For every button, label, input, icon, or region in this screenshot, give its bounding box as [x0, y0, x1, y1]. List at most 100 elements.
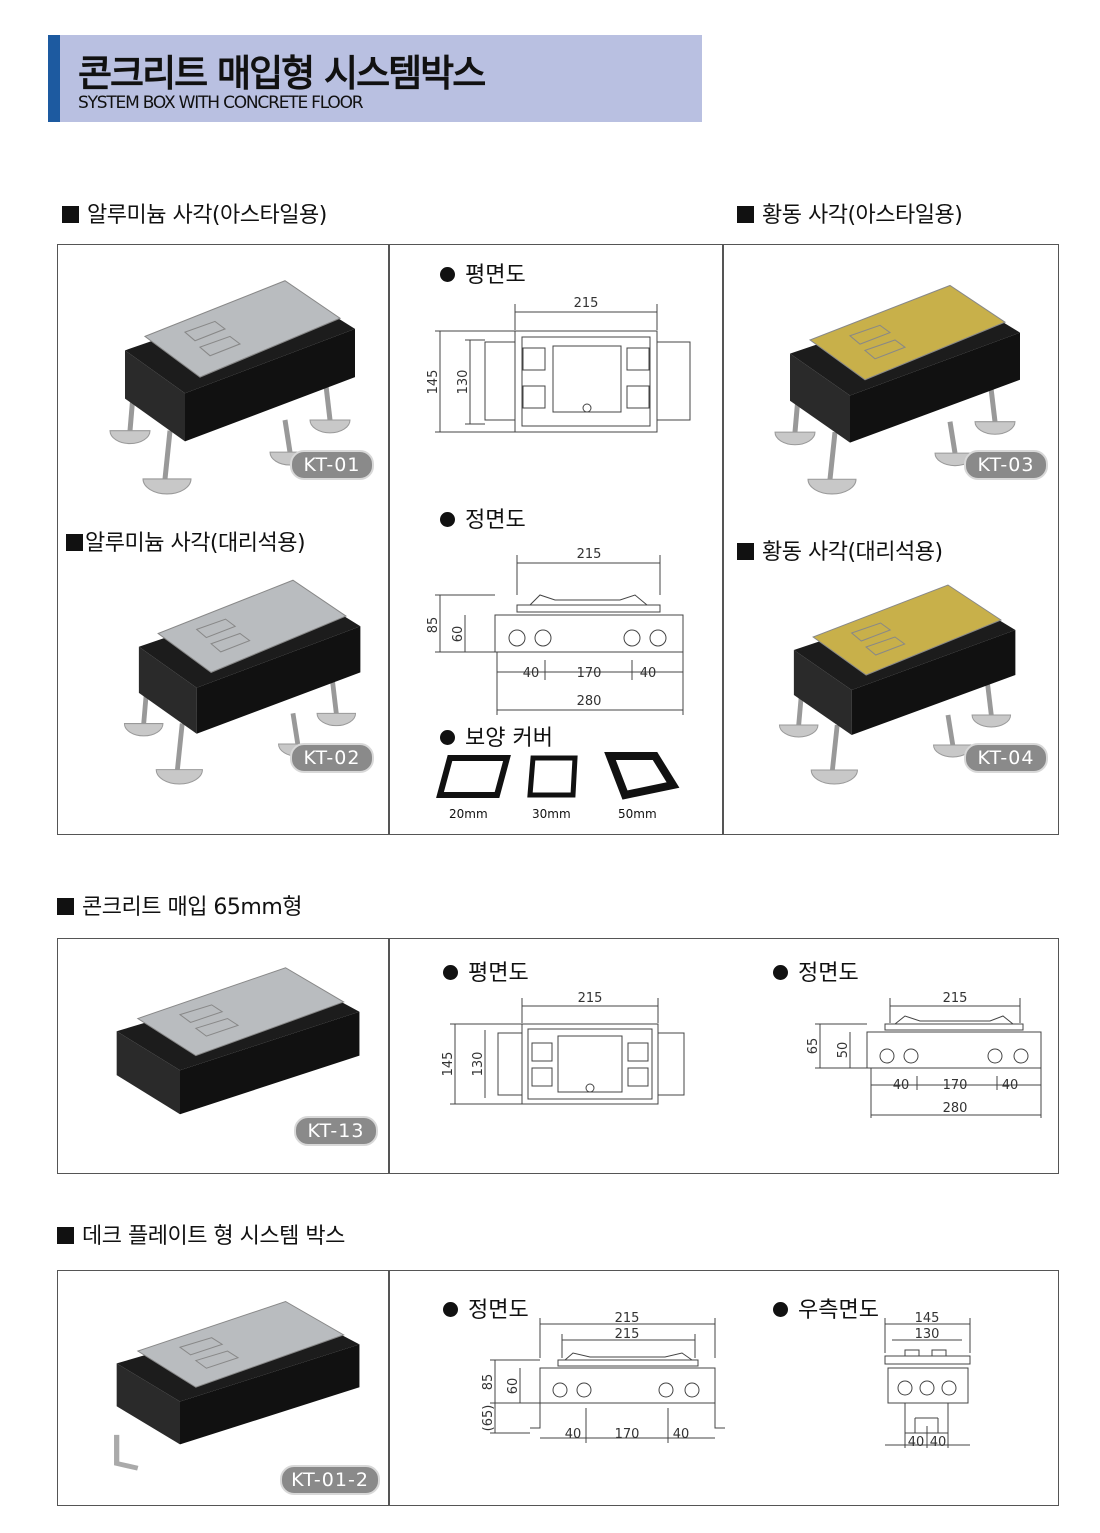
dim-total: 280 [943, 1101, 968, 1116]
dim-seg: 170 [943, 1078, 968, 1093]
front-view-label: 정면도 [773, 955, 859, 987]
label-text: 정면도 [798, 961, 859, 986]
heading-text: 알루미늄 사각(아스타일용) [87, 203, 327, 228]
header-accent-bar [48, 35, 60, 122]
model-badge: KT-01 [290, 450, 374, 480]
bullet-dot-icon [443, 965, 458, 980]
section-heading-concrete-65: 콘크리트 매입 65mm형 [57, 889, 303, 921]
dim-seg: 170 [577, 666, 602, 681]
square-bullet-icon [66, 534, 83, 551]
dim-height-inner: 60 [451, 626, 466, 643]
dim-seg: 40 [908, 1435, 925, 1450]
model-badge: KT-13 [294, 1116, 378, 1146]
cover-50mm-icon [604, 752, 680, 800]
square-bullet-icon [737, 206, 754, 223]
heading-text: 황동 사각(대리석용) [762, 540, 943, 565]
dim-height-outer: 85 [481, 1374, 496, 1391]
dim-width: 215 [578, 991, 603, 1006]
product-table-2 [57, 938, 1059, 1174]
dim-seg: 40 [893, 1078, 910, 1093]
system-box-illustration [123, 579, 361, 785]
page-title: 콘크리트 매입형 시스템박스 [78, 52, 486, 95]
square-bullet-icon [57, 1227, 74, 1244]
cover-30mm-icon [527, 755, 578, 798]
bullet-dot-icon [440, 730, 455, 745]
divider [388, 938, 390, 1174]
dim-width: 145 [915, 1311, 940, 1326]
label-text: 정면도 [465, 508, 526, 533]
deck-bracket [114, 1434, 139, 1471]
system-box-illustration [109, 280, 355, 495]
product-image-kt-04 [765, 575, 1025, 785]
dim-height-inner: 50 [836, 1042, 851, 1059]
dim-height-outer: 85 [426, 617, 441, 634]
section-heading-aluminum-tile: 알루미늄 사각(아스타일용) [62, 197, 327, 229]
dim-seg: 40 [523, 666, 540, 681]
dim-width: 215 [943, 991, 968, 1006]
heading-text: 데크 플레이트 형 시스템 박스 [82, 1224, 345, 1249]
section-heading-brass-tile: 황동 사각(아스타일용) [737, 197, 963, 229]
plan-view-drawing: 215 145 130 [441, 991, 685, 1105]
page-subtitle: SYSTEM BOX WITH CONCRETE FLOOR [78, 93, 364, 113]
product-image-kt-02 [110, 570, 370, 785]
product-image-kt-13 [85, 958, 370, 1163]
label-text: 정면도 [468, 1298, 529, 1323]
heading-text: 콘크리트 매입 65mm형 [82, 895, 303, 920]
plan-view-label: 평면도 [440, 257, 526, 289]
bullet-dot-icon [773, 1302, 788, 1317]
system-box-illustration [114, 1300, 360, 1471]
front-view-drawing: 215 65 50 40 170 40 280 [806, 991, 1042, 1118]
cover-size-label: 30mm [532, 807, 571, 821]
product-image-kt-03 [760, 275, 1030, 495]
model-badge: KT-04 [964, 743, 1048, 773]
dim-seg: 40 [673, 1427, 690, 1442]
label-text: 우측면도 [798, 1298, 879, 1323]
dim-height-inner: 130 [456, 370, 471, 395]
cover-label: 보양 커버 [440, 720, 553, 752]
dim-height-inner: 130 [471, 1052, 486, 1077]
cover-size-label: 50mm [618, 807, 657, 821]
subheading-aluminum-marble: 알루미늄 사각(대리석용) [66, 525, 306, 557]
dim-seg: 170 [615, 1427, 640, 1442]
dim-seg: 40 [930, 1435, 947, 1450]
label-text: 평면도 [468, 961, 529, 986]
square-bullet-icon [57, 898, 74, 915]
plan-view-drawing: 215 145 130 [426, 296, 691, 433]
system-box-illustration [116, 967, 360, 1115]
square-bullet-icon [737, 543, 754, 560]
dim-height-outer: 145 [441, 1052, 456, 1077]
system-box-illustration [774, 284, 1020, 495]
subheading-brass-marble: 황동 사각(대리석용) [737, 534, 943, 566]
front-view-drawing: 215 85 60 40 170 40 280 [426, 547, 684, 715]
dim-leg: (65) [481, 1405, 496, 1432]
cover-size-label: 20mm [449, 807, 488, 821]
divider [388, 1270, 390, 1506]
front-view-label: 정면도 [443, 1292, 529, 1324]
label-text: 평면도 [465, 263, 526, 288]
heading-text: 황동 사각(아스타일용) [762, 203, 963, 228]
front-view-drawing: 215 215 85 60 (65) 40 170 40 [481, 1311, 725, 1443]
dim-width: 215 [615, 1311, 640, 1326]
bullet-dot-icon [773, 965, 788, 980]
dim-seg: 40 [565, 1427, 582, 1442]
product-table-1 [57, 244, 1059, 835]
dim-height-outer: 65 [806, 1038, 821, 1055]
divider [388, 244, 390, 835]
product-image-kt-01-2 [85, 1292, 370, 1492]
dim-width: 215 [577, 547, 602, 562]
divider [722, 244, 724, 835]
label-text: 보양 커버 [465, 726, 553, 751]
bullet-dot-icon [440, 512, 455, 527]
right-side-view-drawing: 145 130 40 40 [884, 1311, 971, 1450]
cover-20mm-icon [436, 755, 511, 798]
dim-width: 215 [574, 296, 599, 311]
model-badge: KT-02 [290, 743, 374, 773]
system-box-illustration [778, 584, 1016, 785]
dim-width: 215 [615, 1327, 640, 1342]
model-badge: KT-03 [964, 450, 1048, 480]
protective-covers [436, 752, 680, 800]
dim-height-inner: 60 [506, 1378, 521, 1395]
dim-seg: 40 [1002, 1078, 1019, 1093]
dim-seg: 40 [640, 666, 657, 681]
dim-width: 130 [915, 1327, 940, 1342]
